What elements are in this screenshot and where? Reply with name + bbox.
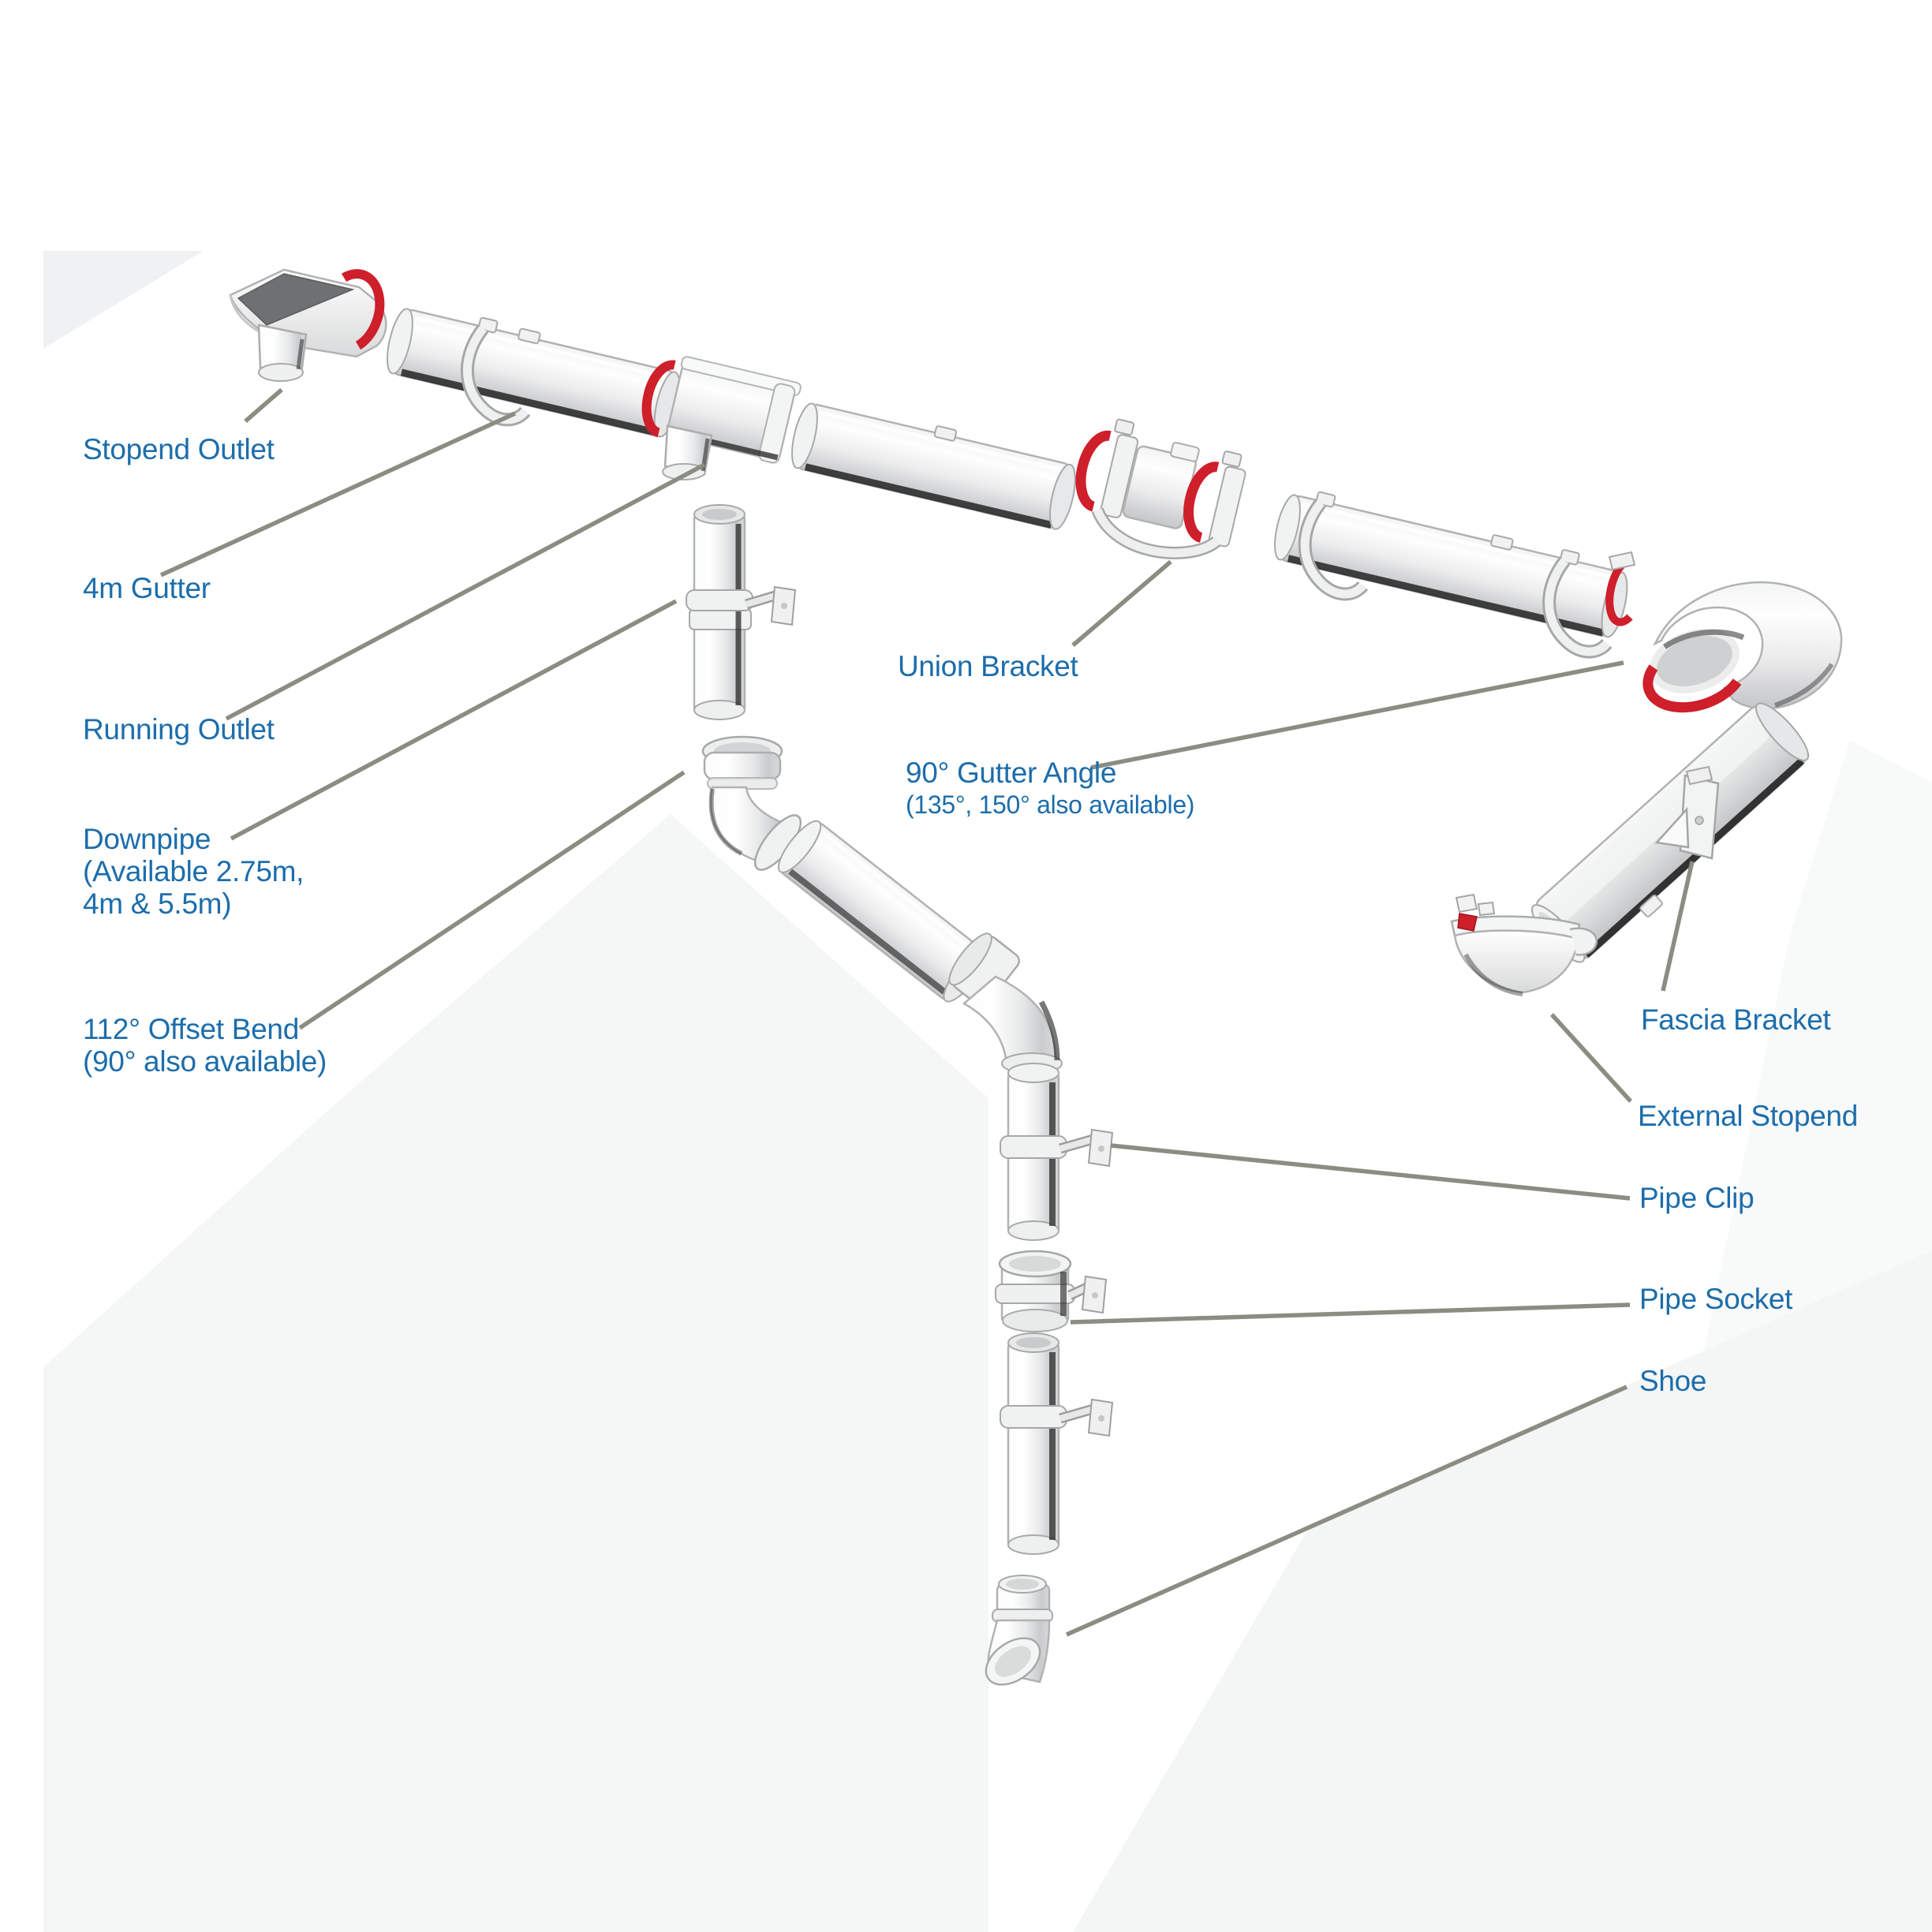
pipe-clip-part	[686, 585, 797, 626]
leader-gutter-angle	[1090, 660, 1624, 770]
label-text: (90° also available)	[83, 1045, 327, 1078]
running-outlet-part	[641, 356, 802, 480]
downpipe-part	[1000, 1063, 1114, 1241]
label-pipe-clip: Pipe Clip	[1639, 1182, 1754, 1214]
leader-shoe	[1065, 1385, 1628, 1637]
label-text: Running Outlet	[83, 713, 275, 746]
offset-pipe-part	[777, 820, 987, 1003]
label-text: Pipe Socket	[1639, 1283, 1793, 1315]
fascia-bracket-part	[1654, 765, 1720, 860]
leader-4m-gutter	[159, 411, 517, 577]
pipe-clip-part	[1000, 1128, 1114, 1168]
leader-fascia-bracket	[1661, 861, 1695, 992]
leader-lines	[159, 387, 1695, 1637]
downpipe-part	[1000, 1332, 1114, 1555]
pipe-socket-part	[995, 1250, 1108, 1332]
gutter-fascia-bracket-part	[460, 316, 531, 427]
background-shading	[43, 251, 1932, 1932]
label-pipe-socket: Pipe Socket	[1639, 1283, 1792, 1315]
label-4m-gutter: 4m Gutter	[83, 572, 211, 604]
gutter-fascia-bracket-part	[1298, 491, 1369, 601]
leader-union-bracket	[1071, 559, 1172, 648]
label-text: 4m & 5.5m)	[83, 888, 232, 920]
label-text: 90° Gutter Angle	[906, 757, 1117, 789]
label-external-stopend: External Stopend	[1638, 1100, 1858, 1132]
label-offset-bend: 112° Offset Bend (90° also available)	[83, 1013, 327, 1078]
seal-ring	[1183, 462, 1220, 543]
label-stopend-outlet: Stopend Outlet	[83, 433, 275, 465]
offset-bend-part	[701, 735, 802, 871]
seal-ring	[1642, 664, 1742, 713]
label-text: Pipe Clip	[1639, 1182, 1754, 1214]
seal-ring	[641, 360, 676, 438]
label-text: (Available 2.75m,	[83, 855, 305, 888]
label-running-outlet: Running Outlet	[83, 713, 275, 746]
shoe-part	[985, 1575, 1053, 1686]
gutter-angle-part	[1605, 551, 1843, 713]
label-gutter-angle: 90° Gutter Angle (135°, 150° also availa…	[906, 757, 1194, 821]
union-bracket-part	[1075, 418, 1246, 559]
leader-stopend-outlet	[244, 387, 283, 424]
leader-downpipe	[230, 599, 678, 841]
label-text: 112° Offset Bend	[83, 1013, 299, 1045]
label-text: Union Bracket	[898, 650, 1078, 682]
leader-pipe-clip	[1110, 1143, 1631, 1201]
external-stopend-part	[1450, 893, 1598, 996]
gutter-fascia-bracket-part	[1542, 549, 1612, 659]
label-text: Stopend Outlet	[83, 433, 275, 465]
pipe-clip-part	[1067, 1275, 1108, 1314]
seal-ring	[1075, 430, 1112, 512]
label-text: Fascia Bracket	[1641, 1003, 1831, 1036]
leader-offset-bend	[298, 770, 686, 1030]
label-text: Downpipe	[83, 823, 211, 855]
label-union-bracket: Union Bracket	[898, 650, 1078, 682]
leader-pipe-socket	[1070, 1302, 1631, 1325]
gutter-4m-part	[387, 308, 1628, 659]
label-text: External Stopend	[1638, 1100, 1859, 1132]
label-text: (135°, 150° also available)	[906, 790, 1195, 819]
leader-running-outlet	[225, 462, 706, 721]
label-shoe: Shoe	[1639, 1365, 1707, 1397]
stopend-outlet-part	[229, 268, 387, 382]
label-downpipe: Downpipe (Available 2.75m, 4m & 5.5m)	[83, 823, 304, 920]
label-text: 4m Gutter	[83, 572, 211, 604]
downpipe-part	[686, 504, 797, 720]
seal-ring	[341, 269, 385, 350]
pipe-clip-part	[1000, 1398, 1114, 1437]
label-fascia-bracket: Fascia Bracket	[1641, 1003, 1831, 1036]
label-text: Shoe	[1639, 1365, 1707, 1397]
seal-ring	[1605, 562, 1633, 626]
seal-ring	[1457, 913, 1478, 932]
leader-external-stopend	[1549, 1013, 1633, 1103]
